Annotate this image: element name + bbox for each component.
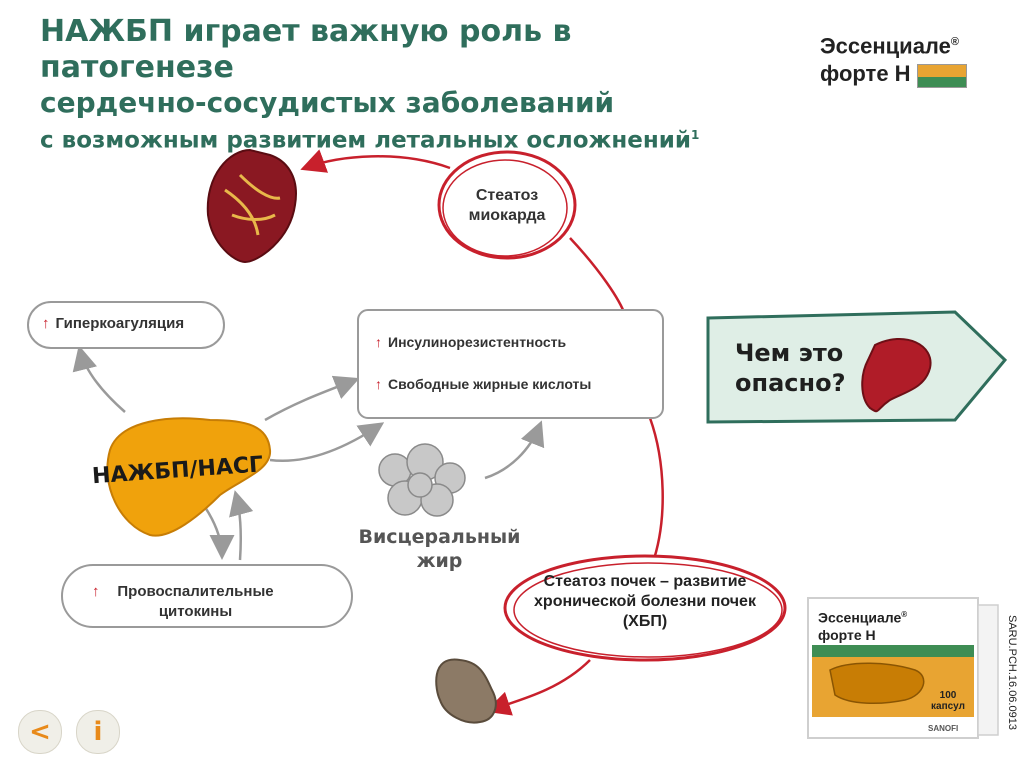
- node-ffa-label: Свободные жирные кислоты: [388, 376, 592, 392]
- node-cytokines: ↑ Провоспалительные цитокины: [92, 582, 332, 622]
- brand-reg: ®: [950, 36, 959, 48]
- arrow-liver-hypercoag: [72, 345, 126, 413]
- product-reg: ®: [901, 610, 908, 619]
- liver-icon: [106, 417, 272, 537]
- arrow-to-kidney: [485, 659, 591, 716]
- visceral-fat-icon: [378, 443, 466, 517]
- arrow-insulin-liver: [269, 422, 385, 462]
- brand-flag-icon: [916, 63, 967, 88]
- danger-callout-button[interactable]: Чем это опасно?: [735, 338, 865, 398]
- kidney-bubble-shape: [503, 554, 787, 662]
- product-count-unit: капсул: [931, 701, 965, 712]
- page-title: НАЖБП играет важную роль в патогенезе се…: [40, 14, 760, 156]
- danger-line-1: Чем это: [735, 339, 844, 367]
- kidney-icon: [435, 658, 497, 724]
- title-footnote: 1: [691, 128, 700, 142]
- node-insulin-label: Инсулинорезистентность: [388, 334, 567, 350]
- title-line-3: с возможным развитием летальных осложнен…: [40, 120, 760, 156]
- line-insulin-kidney: [648, 417, 664, 566]
- brand-name: Эссенциале: [820, 33, 951, 59]
- brand-subname: форте Н: [820, 61, 911, 87]
- danger-line-2: опасно?: [735, 369, 846, 397]
- product-count: 100 капсул: [928, 690, 968, 712]
- node-ffa: ↑ Свободные жирные кислоты: [375, 376, 660, 392]
- brand-logo: Эссенциале® форте Н: [820, 28, 1000, 88]
- title-line-1: НАЖБП играет важную роль в патогенезе: [40, 14, 572, 85]
- node-hypercoag: ↑ Гиперкоагуляция: [42, 315, 222, 332]
- node-visceral: Висцеральный жир: [358, 526, 521, 572]
- node-insulin: ↑ Инсулинорезистентность: [375, 334, 655, 350]
- up-arrow-icon: ↑: [375, 334, 382, 350]
- product-count-number: 100: [939, 690, 957, 701]
- title-line-2: сердечно-сосудистых заболеваний: [40, 86, 615, 119]
- info-button[interactable]: i: [76, 710, 120, 754]
- back-button[interactable]: <: [18, 710, 62, 754]
- cytokines-bubble-shape: [61, 564, 353, 628]
- insulin-box-shape: [357, 309, 664, 419]
- title-line-3-text: с возможным развитием летальных осложнен…: [40, 127, 692, 154]
- arrow-cytokines-liver: [229, 490, 254, 561]
- product-maker: SANOFI: [928, 724, 959, 733]
- node-kidney: Стеатоз почек – развитие хронической бол…: [534, 573, 756, 630]
- product-label: Эссенциале® форте Н: [818, 606, 968, 644]
- document-code: SARU.PCH.16.06.0913: [1006, 615, 1018, 730]
- node-myocardium: Стеатоз миокарда: [468, 187, 546, 224]
- arrow-fat-insulin: [484, 420, 545, 480]
- gray-connectors: [72, 345, 545, 561]
- product-subname: форте Н: [818, 626, 876, 643]
- arrow-liver-insulin: [264, 375, 360, 422]
- line-myocard-insulin: [569, 237, 627, 316]
- up-arrow-icon: ↑: [92, 583, 100, 600]
- up-arrow-icon: ↑: [375, 376, 382, 392]
- hypercoag-bubble-shape: [27, 301, 225, 349]
- arrow-to-heart: [300, 149, 451, 173]
- myocardium-bubble-shape: [437, 150, 577, 260]
- up-arrow-icon: ↑: [42, 315, 50, 332]
- node-hypercoag-label: Гиперкоагуляция: [55, 315, 185, 332]
- product-name: Эссенциале: [818, 609, 902, 626]
- heart-icon: [206, 148, 297, 264]
- node-cytokines-label: Провоспалительные цитокины: [117, 583, 274, 620]
- danger-callout-shape: [706, 310, 1008, 424]
- product-box-icon: [807, 597, 999, 739]
